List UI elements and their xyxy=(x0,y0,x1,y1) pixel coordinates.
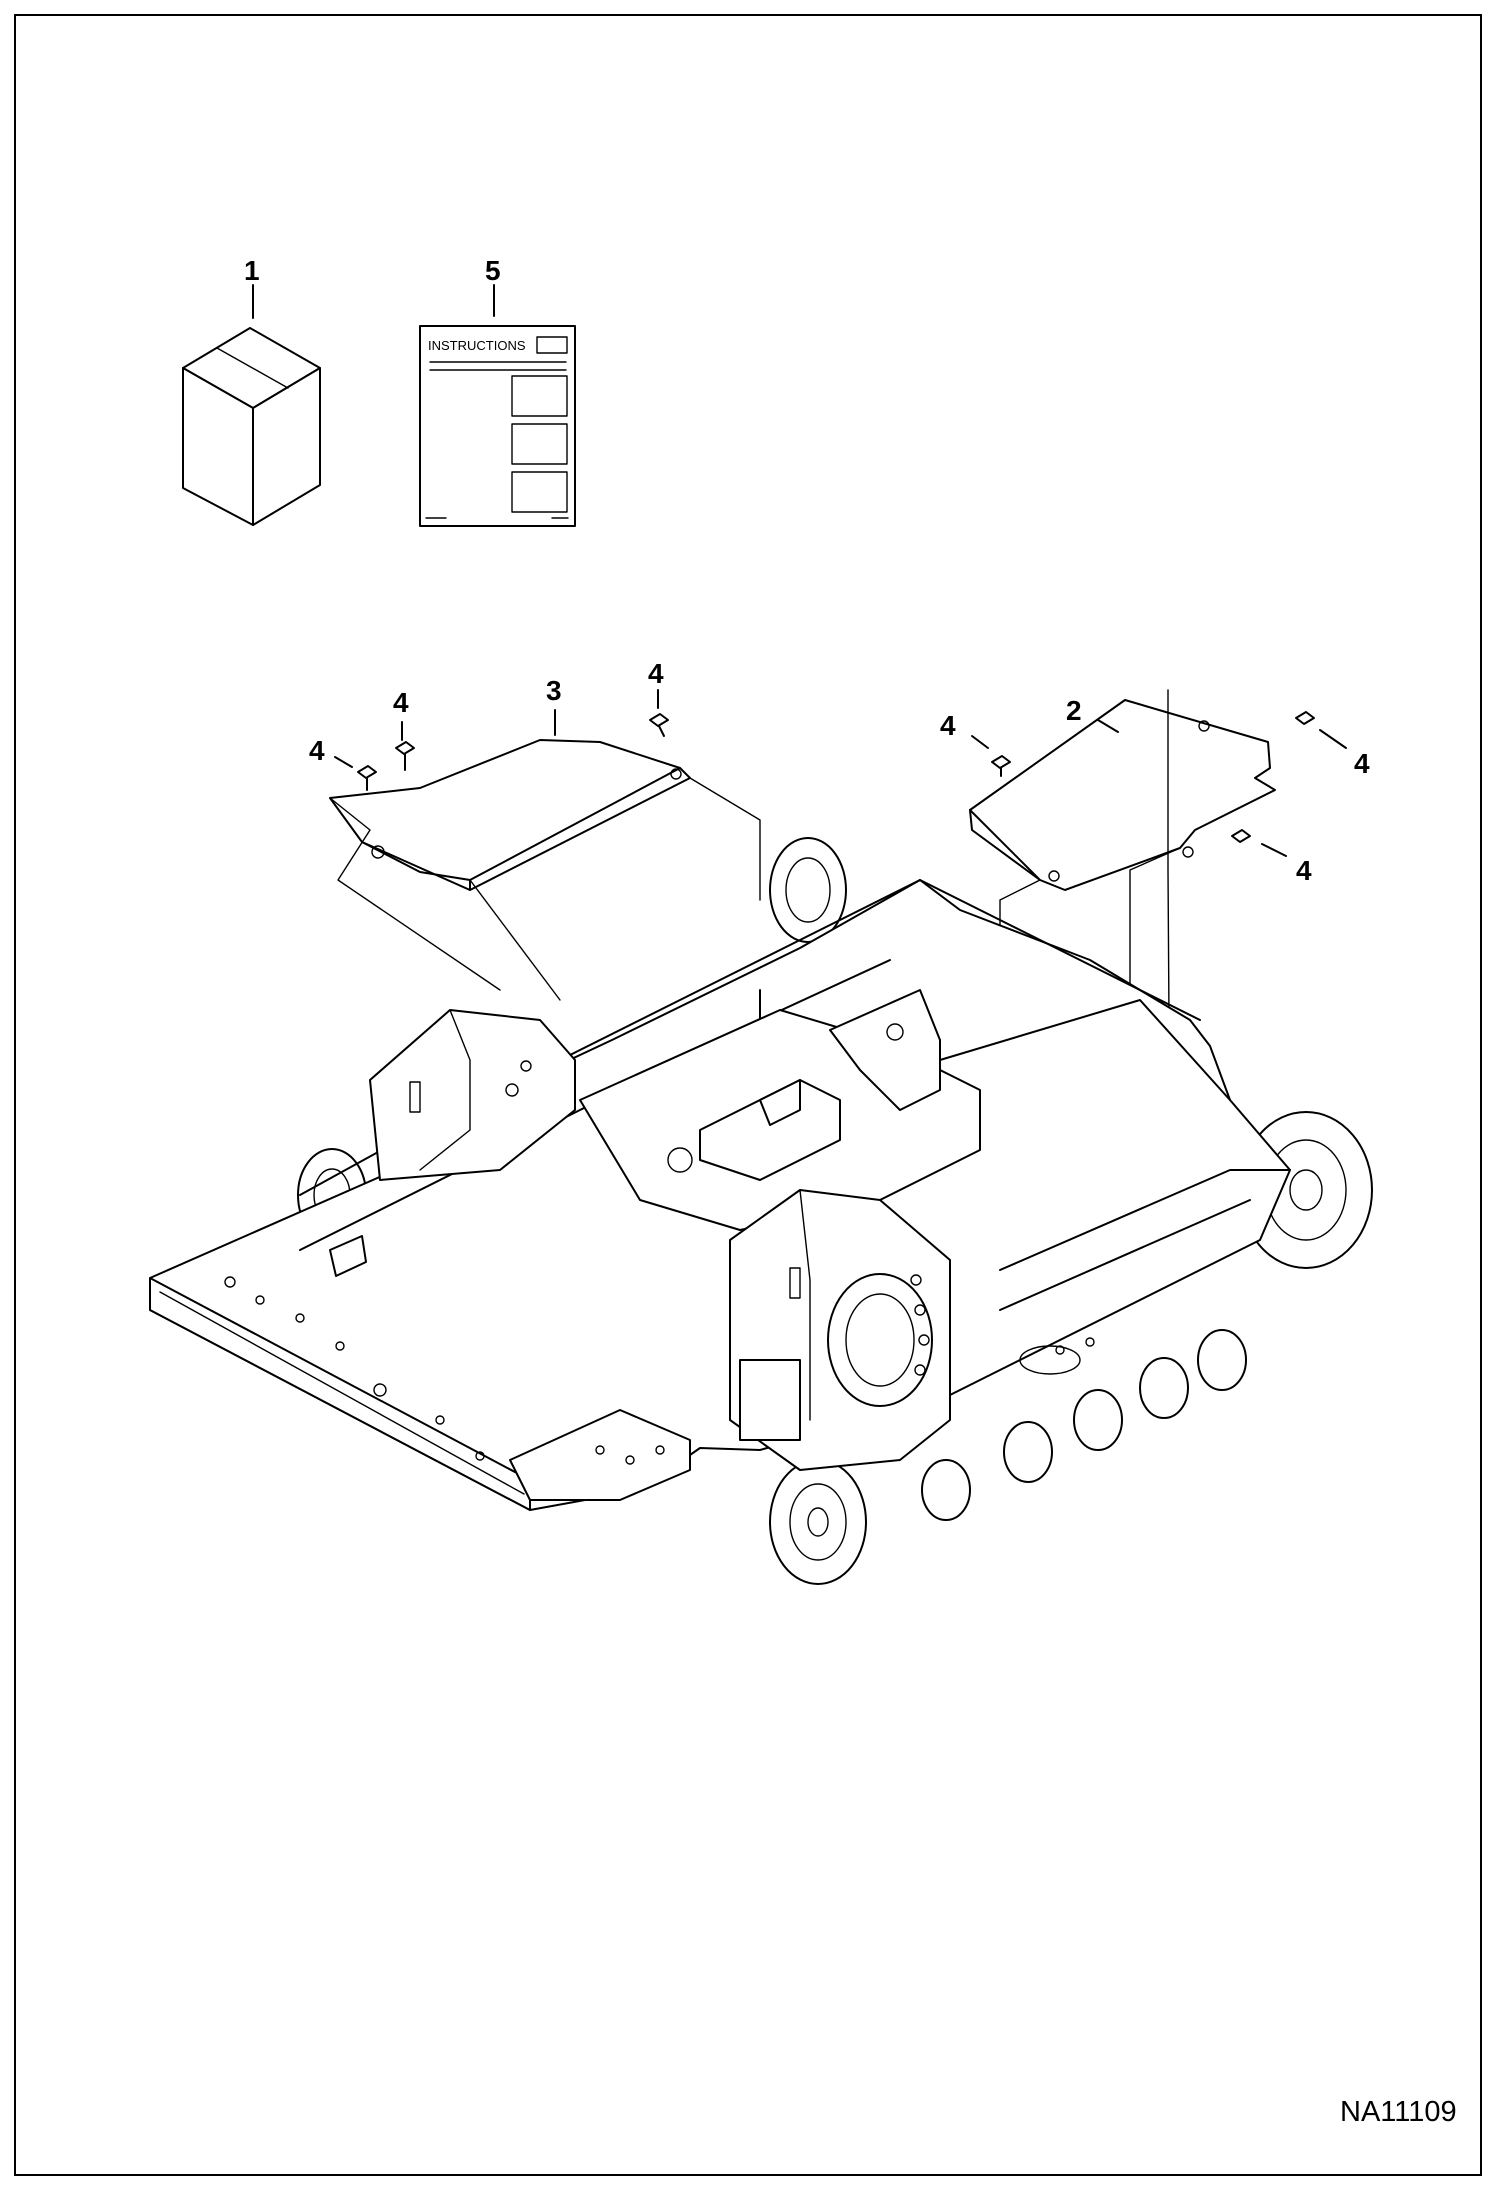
drawing-border xyxy=(14,14,1482,2176)
undercarriage-frame xyxy=(149,837,1373,1585)
bolt-icon xyxy=(357,765,377,791)
part-1-box xyxy=(182,327,321,526)
leader-line-4d xyxy=(971,735,989,749)
bolt-icon xyxy=(649,713,669,737)
bolt-icon xyxy=(395,741,415,771)
callout-5: 5 xyxy=(485,255,501,286)
instructions-label: INSTRUCTIONS xyxy=(428,338,526,353)
bolt-icon xyxy=(1295,711,1315,725)
assembly-line-3a xyxy=(329,797,501,991)
leader-line-2 xyxy=(1097,719,1119,733)
bolt-icon xyxy=(991,755,1011,777)
assembly-line-3b xyxy=(469,879,561,1001)
callout-1: 1 xyxy=(244,255,260,286)
callout-4e: 4 xyxy=(1354,748,1370,779)
leader-line-4f xyxy=(1261,843,1287,857)
bolt-icon xyxy=(1231,829,1251,843)
callout-4d: 4 xyxy=(940,710,956,741)
leader-line-4a xyxy=(334,756,353,768)
drawing-reference: NA11109 xyxy=(1340,2096,1457,2128)
callout-4f: 4 xyxy=(1296,855,1312,886)
part-2-right-cover xyxy=(969,699,1276,891)
callout-4c: 4 xyxy=(648,658,664,689)
callout-3: 3 xyxy=(546,675,562,706)
callout-2: 2 xyxy=(1066,695,1082,726)
leader-line-4e xyxy=(1319,729,1347,749)
part-5-instructions: INSTRUCTIONS xyxy=(419,325,576,527)
callout-4b: 4 xyxy=(393,687,409,718)
callout-4a: 4 xyxy=(309,735,325,766)
part-3-left-cover xyxy=(329,739,691,891)
assembly-line-3c xyxy=(689,777,761,901)
